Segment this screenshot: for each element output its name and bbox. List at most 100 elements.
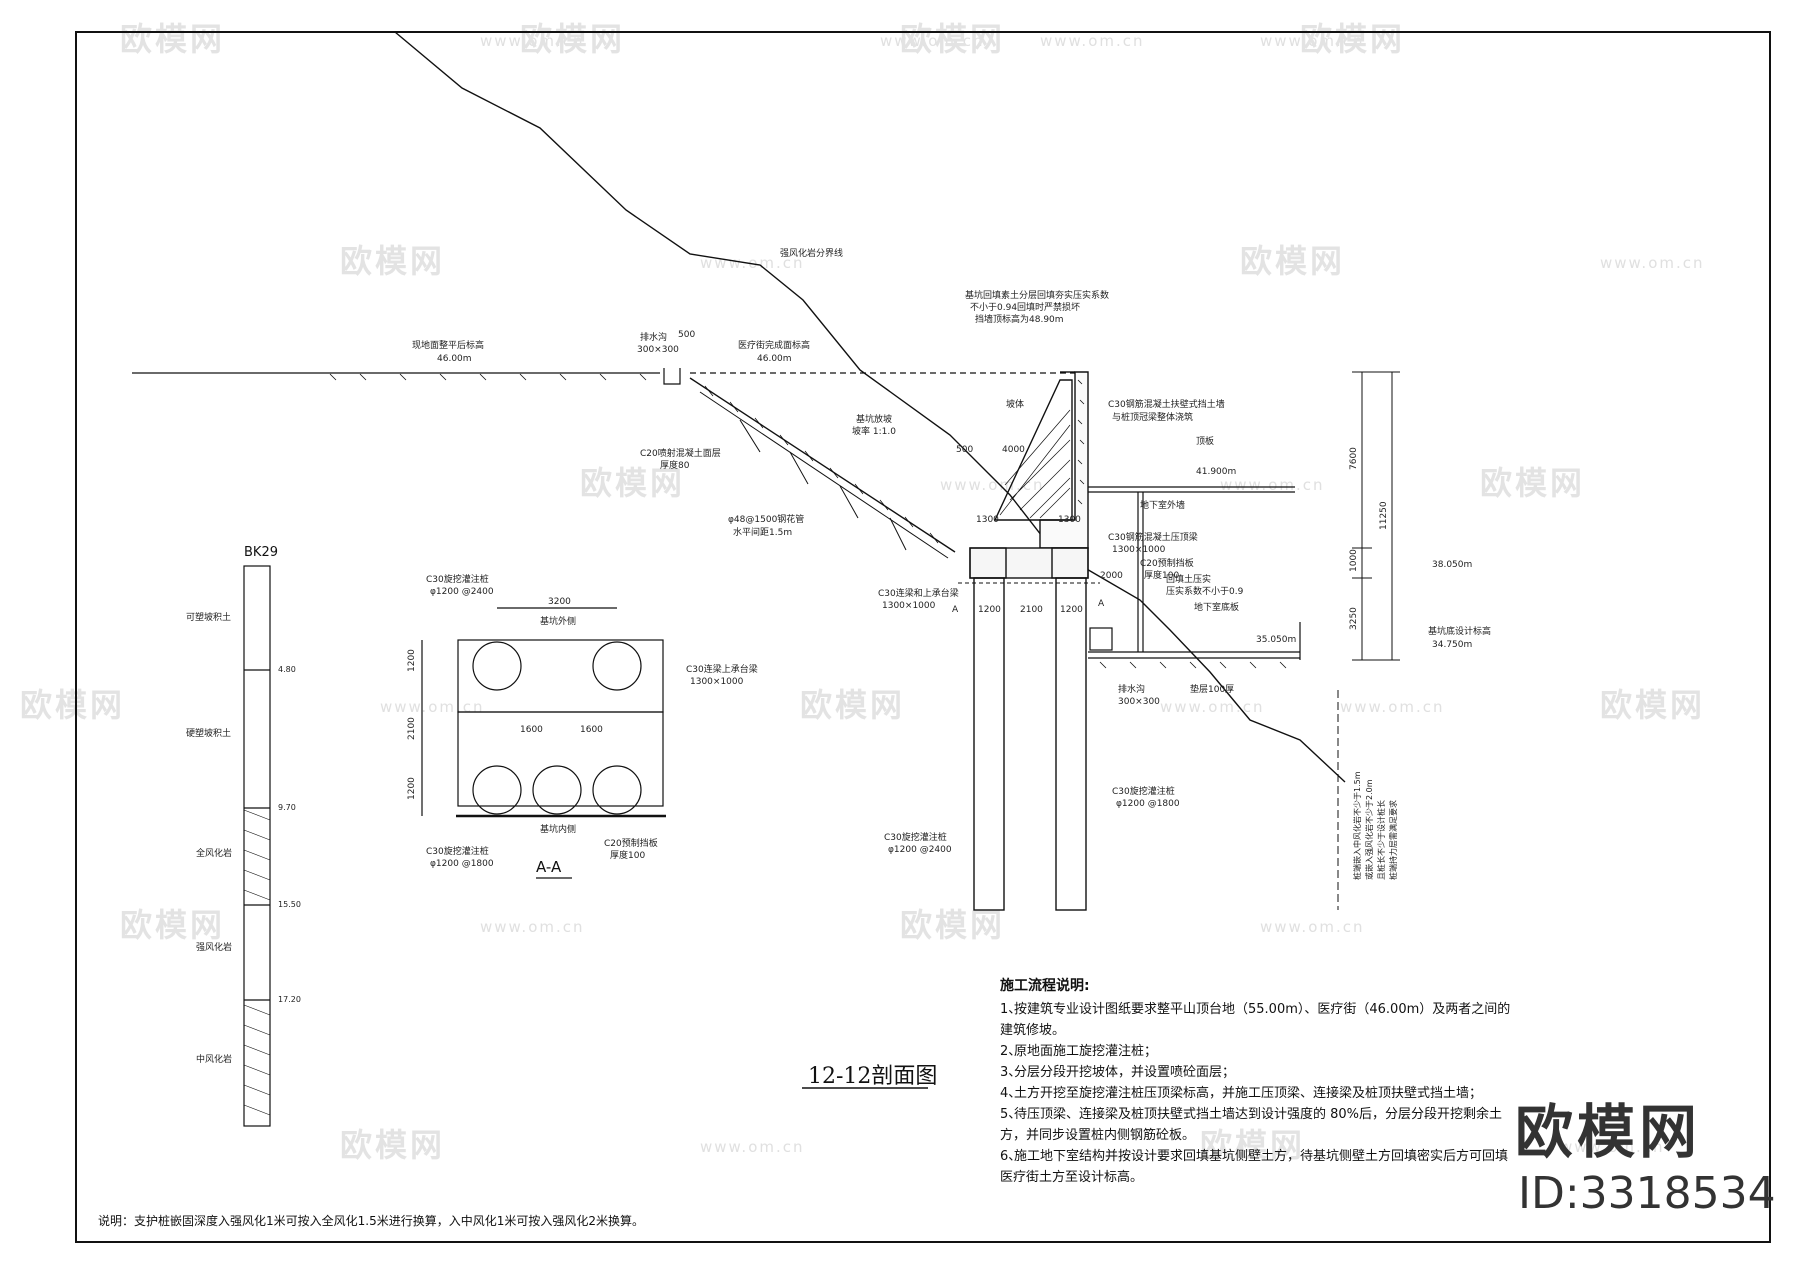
dim-11250: 11250 — [1379, 501, 1389, 530]
shotcrete-label: C20喷射混凝土面层 — [640, 447, 721, 459]
existing-ground-val: 46.00m — [437, 354, 472, 364]
existing-ground-label: 现地面整平后标高 — [412, 339, 484, 351]
watermark-tile: 欧模网 — [20, 686, 126, 724]
note-text: 施工地下室结构并按设计要求回填基坑侧壁土方，待基坑侧壁土方回填密实后方可回填医疗… — [1000, 1149, 1509, 1185]
note-item: 2、原地面施工旋挖灌注桩； — [1000, 1044, 1158, 1059]
watermark-url: www.om.cn — [1600, 254, 1705, 272]
borehole-id: BK29 — [244, 545, 278, 560]
aa-pile-top-size: φ1200 @2400 — [430, 587, 494, 597]
slope-ratio: 坡率 1:1.0 — [852, 425, 896, 437]
dim-1200-a: 1200 — [978, 605, 1001, 615]
board-thk: 厚度100 — [1144, 569, 1179, 581]
drawing-frame — [75, 31, 1771, 1243]
watermark-url: www.om.cn — [880, 32, 985, 50]
layer-2-name: 硬塑坡积土 — [186, 727, 231, 739]
aa-dim-3200: 3200 — [548, 597, 571, 607]
dim-1000: 1000 — [1349, 549, 1359, 572]
floor-slab-label: 地下室底板 — [1194, 601, 1239, 613]
layer-2-bottom: 9.70 — [278, 803, 296, 812]
vertical-dimensions — [1337, 371, 1400, 910]
cap-beam-size: 1300×1000 — [1112, 545, 1166, 555]
section-title: 12-12剖面图 — [808, 1064, 938, 1089]
dim-1300-b: 1300 — [1058, 515, 1081, 525]
cut-a-right: A — [1098, 599, 1105, 609]
wall-note-1: C30钢筋混凝土扶壁式挡土墙 — [1108, 398, 1225, 410]
watermark-tile: 欧模网 — [120, 906, 226, 944]
tie-beam-size: 1300×1000 — [882, 601, 936, 611]
note-item: 3、分层分段开挖坡体，并设置喷砼面层； — [1000, 1065, 1236, 1080]
watermark-url: www.om.cn — [380, 698, 485, 716]
watermark-tile: 欧模网 — [1600, 686, 1706, 724]
aa-dim-1200-top: 1200 — [407, 649, 417, 672]
watermark-url: www.om.cn — [700, 1138, 805, 1156]
watermark-tile: 欧模网 — [120, 20, 226, 58]
construction-notes: 施工流程说明: 1、按建筑专业设计图纸要求整平山顶台地（55.00m）、医疗街（… — [1000, 976, 1520, 1188]
aa-beam-label: C30连梁上承台梁 — [686, 663, 758, 675]
layer-4-name: 强风化岩 — [196, 941, 232, 953]
note-text: 待压顶梁、连接梁及桩顶扶壁式挡土墙达到设计强度的 80%后，分层分段开挖剩余土方… — [1000, 1107, 1503, 1143]
dim-2100: 2100 — [1020, 605, 1043, 615]
cushion-label: 垫层100厚 — [1190, 683, 1234, 695]
excavation-slope — [689, 377, 956, 559]
note-text: 土方开挖至旋挖灌注桩压顶梁标高，并施工压顶梁、连接梁及桩顶扶壁式挡土墙； — [1014, 1086, 1483, 1101]
backfill-note-3: 挡墙顶标高为48.90m — [975, 313, 1064, 325]
rock-line-label: 强风化岩分界线 — [780, 247, 843, 259]
watermark-tile: 欧模网 — [900, 906, 1006, 944]
backfill-soil-label: 回填土压实 — [1166, 573, 1211, 585]
dim-1200-b: 1200 — [1060, 605, 1083, 615]
aa-plan — [421, 607, 666, 818]
soil-nail-spacing: 水平间距1.5m — [733, 526, 792, 538]
aa-board-label: C20预制挡板 — [604, 837, 658, 849]
watermark-url: www.om.cn — [1160, 698, 1265, 716]
board-label: C20预制挡板 — [1140, 557, 1194, 569]
aa-beam-size: 1300×1000 — [690, 677, 744, 687]
aa-board-thk: 厚度100 — [610, 849, 645, 861]
aa-pit-inner-top: 基坑外侧 — [540, 615, 576, 627]
backfill-note-1: 基坑回填素土分层回填夯实压实系数 — [965, 289, 1109, 301]
borehole-column — [243, 565, 271, 1127]
retaining-wall — [993, 371, 1089, 549]
watermark-logo: 欧模网 — [1515, 1098, 1702, 1166]
note-item: 4、土方开挖至旋挖灌注桩压顶梁标高，并施工压顶梁、连接梁及桩顶扶壁式挡土墙； — [1000, 1086, 1483, 1101]
backfill-ratio: 压实系数不小于0.9 — [1166, 585, 1244, 597]
footnote: 说明：支护桩嵌固深度入强风化1米可按入全风化1.5米进行换算，入中风化1米可按入… — [98, 1214, 644, 1228]
pile-outer-label: C30旋挖灌注桩 — [884, 831, 947, 843]
cap-beam-label: C30钢筋混凝土压顶梁 — [1108, 531, 1198, 543]
layer-5-name: 中风化岩 — [196, 1053, 232, 1065]
rock-boundary-line — [394, 31, 1346, 783]
aa-section-title: A-A — [536, 858, 562, 876]
slab-label: 顶板 — [1196, 435, 1214, 447]
layer-1-bottom: 4.80 — [278, 665, 296, 674]
layer-1-name: 可塑坡积土 — [186, 611, 231, 623]
drain-bottom-size: 300×300 — [1118, 697, 1160, 707]
slope-protect-label: 坡体 — [1006, 398, 1024, 410]
medical-street-val: 46.00m — [757, 354, 792, 364]
layer-3-name: 全风化岩 — [196, 847, 232, 859]
aa-dim-1600-b: 1600 — [580, 725, 603, 735]
layer-4-bottom: 17.20 — [278, 995, 301, 1004]
note-item: 5、待压顶梁、连接梁及桩顶扶壁式挡土墙达到设计强度的 80%后，分层分段开挖剩余… — [1000, 1107, 1503, 1143]
tie-beam-label: C30连梁和上承台梁 — [878, 587, 959, 599]
wall-note-2: 与桩顶冠梁整体浇筑 — [1112, 411, 1193, 423]
soil-nail-label: φ48@1500钢花管 — [728, 513, 804, 525]
watermark-tile: 欧模网 — [1240, 242, 1346, 280]
backfill-note-2: 不小于0.94回填时严禁损坏 — [970, 301, 1080, 313]
watermark-tile: 欧模网 — [340, 242, 446, 280]
note-item: 1、按建筑专业设计图纸要求整平山顶台地（55.00m）、医疗街（46.00m）及… — [1000, 1002, 1511, 1038]
elev-mid: 38.050m — [1432, 560, 1472, 570]
watermark-url: www.om.cn — [1220, 476, 1325, 494]
elev-bottom-label: 基坑底设计标高 — [1428, 625, 1491, 637]
vertical-note-2: 或嵌入强风化岩不少于2.0m — [1364, 779, 1374, 880]
watermark-tile: 欧模网 — [580, 464, 686, 502]
watermark-tile: 欧模网 — [800, 686, 906, 724]
pit-bottom-val: 35.050m — [1256, 635, 1296, 645]
vertical-note-3: 且桩长不少于设计桩长 — [1376, 800, 1386, 880]
aa-pile-bottom-label: C30旋挖灌注桩 — [426, 845, 489, 857]
top-drain — [663, 368, 681, 385]
watermark-url: www.om.cn — [1560, 1138, 1665, 1156]
aa-dim-1200-bot: 1200 — [407, 777, 417, 800]
watermark-tile: 欧模网 — [520, 20, 626, 58]
aa-pit-inner-bottom: 基坑内侧 — [540, 823, 576, 835]
section-labels: 现地面整平后标高 46.00m 排水沟 300×300 500 医疗街完成面标高… — [412, 247, 1491, 880]
